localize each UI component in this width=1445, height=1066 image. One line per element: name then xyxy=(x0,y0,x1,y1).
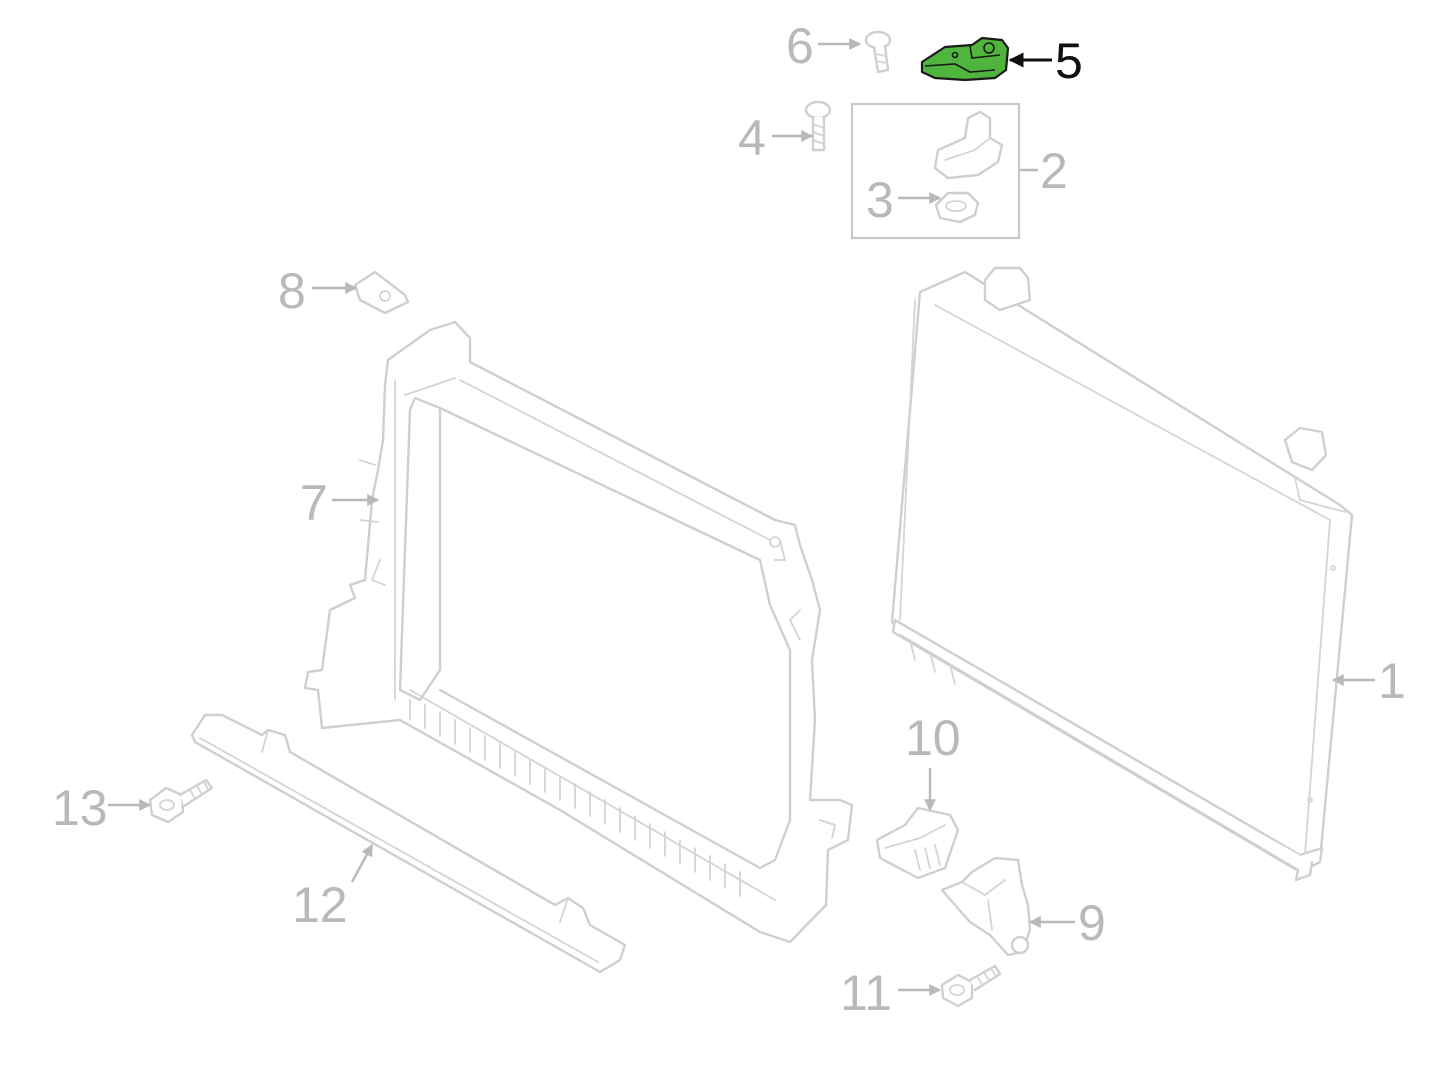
nut-part[interactable] xyxy=(934,191,980,224)
callout-labels: 1 2 3 4 5 6 7 8 9 10 11 12 13 xyxy=(52,18,1406,1021)
callout-5: 5 xyxy=(1055,33,1083,89)
callout-8: 8 xyxy=(278,263,306,319)
lower-bracket-10-part[interactable] xyxy=(875,806,960,880)
callout-7: 7 xyxy=(300,475,328,531)
highlighted-bracket-part[interactable] xyxy=(920,36,1010,82)
leader-lines xyxy=(108,38,1375,996)
bolt-13-part[interactable] xyxy=(148,778,214,824)
callout-12: 12 xyxy=(292,877,348,933)
bracket-kit-box xyxy=(850,102,1021,240)
callout-11: 11 xyxy=(840,965,892,1021)
callout-10: 10 xyxy=(905,710,961,766)
bolt-6-part[interactable] xyxy=(864,30,892,74)
callout-6: 6 xyxy=(786,18,814,74)
clip-nut-part[interactable] xyxy=(353,270,410,315)
radiator-part[interactable] xyxy=(890,266,1354,882)
callout-3: 3 xyxy=(866,172,894,228)
bolt-4-part[interactable] xyxy=(804,100,832,152)
radiator-support-frame-part[interactable] xyxy=(303,320,854,944)
bolt-11-part[interactable] xyxy=(940,964,1002,1008)
callout-13: 13 xyxy=(52,780,108,836)
air-deflector-part[interactable] xyxy=(190,713,627,974)
callout-4: 4 xyxy=(738,110,766,166)
callout-9: 9 xyxy=(1078,895,1106,951)
callout-2: 2 xyxy=(1040,143,1068,199)
lower-mount-9-part[interactable] xyxy=(940,856,1032,957)
callout-1: 1 xyxy=(1378,653,1406,709)
upper-bracket-part[interactable] xyxy=(933,110,1004,180)
